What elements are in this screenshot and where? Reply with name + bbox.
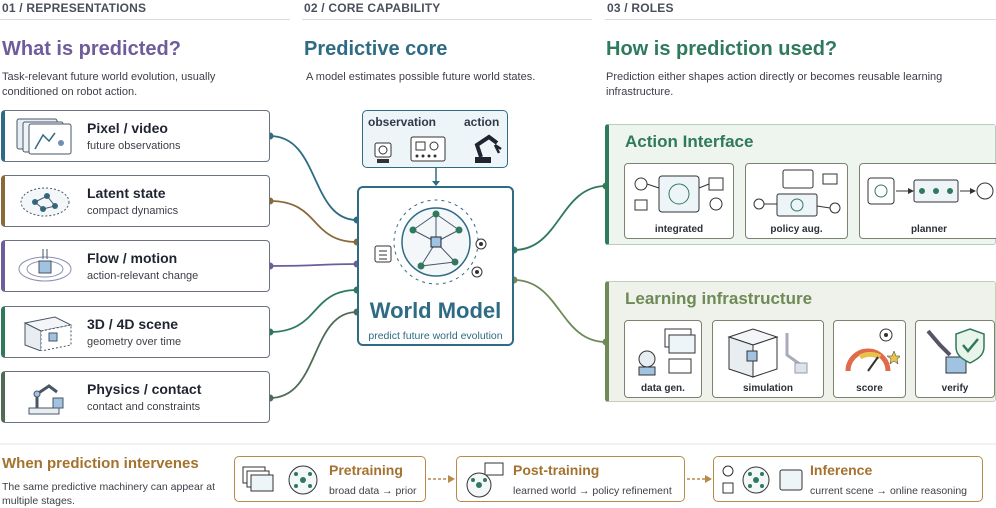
heading-how-used: How is prediction used?	[606, 38, 838, 60]
connector-flow	[269, 263, 358, 267]
card-label: simulation	[742, 383, 793, 394]
connector-3d	[269, 289, 358, 333]
action-interface-panel: Action Interface integrated policy aug.	[605, 124, 996, 245]
divider	[302, 19, 592, 20]
stage-post-training: Post-training learned world → policy ref…	[456, 456, 685, 502]
gauge-icon	[845, 328, 900, 372]
core-description: A model estimates possible future world …	[306, 71, 536, 83]
simulation-cube-icon	[727, 328, 808, 378]
stage-title: Pretraining	[329, 462, 403, 478]
card-label: score	[856, 383, 883, 394]
rep-subtitle: future observations	[87, 140, 181, 152]
connector-latent	[269, 200, 358, 243]
card-label: integrated	[654, 224, 704, 235]
card-score: score	[833, 320, 906, 398]
flow-motion-icon	[18, 249, 72, 282]
card-integrated: integrated	[624, 163, 734, 239]
card-verify: verify	[915, 320, 995, 398]
connector-pixel	[269, 135, 358, 221]
data-generation-icon	[638, 328, 696, 376]
section-label-representations: 01 / REPRESENTATIONS	[2, 1, 147, 15]
robot-arm-icon	[474, 134, 502, 163]
card-label: planner	[910, 224, 948, 235]
heading-what-predicted: What is predicted?	[2, 38, 181, 60]
learning-infrastructure-panel: Learning infrastructure data gen. simula…	[605, 281, 996, 402]
connector-learning	[513, 279, 607, 343]
action-interface-title: Action Interface	[625, 132, 754, 151]
observation-label: observation	[368, 115, 437, 129]
card-policy-aug: policy aug.	[745, 163, 848, 239]
rep-subtitle: geometry over time	[87, 336, 182, 348]
connector-physics	[269, 311, 358, 399]
integrated-icon	[634, 175, 724, 213]
section-label-roles: 03 / ROLES	[607, 1, 674, 15]
card-label: verify	[941, 383, 969, 394]
section-label-core: 02 / CORE CAPABILITY	[304, 1, 441, 15]
cube-scene-icon	[23, 316, 73, 351]
inference-icon	[722, 465, 803, 494]
rep-card-flow: Flow / motion action-relevant change	[1, 240, 270, 292]
stage-title: Post-training	[513, 462, 600, 478]
world-model-subtitle: predict future world evolution	[368, 330, 503, 342]
camera-icon	[374, 136, 446, 163]
rep-title: Latent state	[87, 185, 166, 201]
checklist-icon	[374, 245, 392, 263]
stage-subtitle: learned world → policy refinement	[513, 485, 672, 497]
divider	[0, 19, 290, 20]
stage-subtitle: broad data → prior	[329, 485, 417, 497]
learning-infrastructure-title: Learning infrastructure	[625, 289, 813, 308]
connector-action-interface	[513, 185, 607, 251]
shield-check-icon	[926, 328, 985, 374]
card-label: data gen.	[641, 383, 685, 394]
divider	[605, 19, 996, 20]
rep-title: 3D / 4D scene	[87, 316, 179, 332]
policy-network-icon	[753, 169, 841, 217]
action-label: action	[464, 115, 500, 129]
latent-cloud-icon	[20, 187, 70, 217]
rep-card-physics: Physics / contact contact and constraint…	[1, 371, 270, 423]
heading-predictive-core: Predictive core	[304, 38, 448, 60]
rep-title: Flow / motion	[87, 250, 178, 266]
rep-title: Pixel / video	[87, 120, 168, 136]
video-frames-icon	[16, 118, 72, 155]
stage-inference: Inference current scene → online reasoni…	[713, 456, 983, 502]
world-model-title: World Model	[369, 298, 502, 323]
rep-card-3d: 3D / 4D scene geometry over time	[1, 306, 270, 358]
card-label: policy aug.	[770, 224, 823, 235]
rep-subtitle: action-relevant change	[87, 270, 199, 282]
representations-description: Task-relevant future world evolution, us…	[2, 71, 216, 98]
rep-subtitle: contact and constraints	[87, 401, 201, 413]
stage-subtitle: current scene → online reasoning	[810, 485, 968, 497]
stage-title: Inference	[810, 462, 873, 478]
rep-title: Physics / contact	[87, 381, 202, 397]
stage-arrow	[687, 475, 712, 483]
stage-pretraining: Pretraining broad data → prior	[234, 456, 426, 502]
card-planner: planner	[859, 163, 996, 239]
rep-card-pixel: Pixel / video future observations	[1, 110, 270, 162]
card-simulation: simulation	[712, 320, 824, 398]
planner-icon	[867, 177, 994, 205]
intervention-description: The same predictive machinery can appear…	[2, 481, 216, 507]
robot-arm-icon	[28, 384, 64, 415]
roles-description: Prediction either shapes action directly…	[606, 71, 943, 98]
heading-when-intervenes: When prediction intervenes	[2, 455, 199, 472]
world-model-box: World Model predict future world evoluti…	[357, 186, 514, 346]
post-training-icon	[466, 462, 504, 498]
rep-subtitle: compact dynamics	[87, 205, 179, 217]
rep-card-latent: Latent state compact dynamics	[1, 175, 270, 227]
pretraining-icon	[242, 465, 318, 495]
card-data-gen: data gen.	[624, 320, 702, 398]
input-box: observation action	[362, 110, 508, 168]
network-graph-icon	[374, 199, 487, 285]
stage-arrow	[428, 475, 455, 483]
